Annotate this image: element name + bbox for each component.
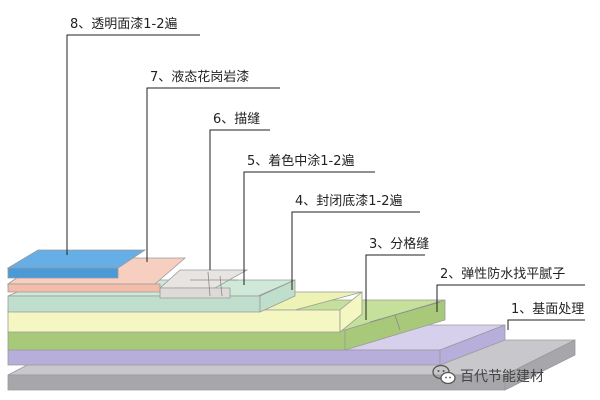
layer-trace-front <box>159 287 231 299</box>
layer-groove-front <box>7 329 346 351</box>
leader-line-clear <box>66 34 200 255</box>
layer-trace <box>158 269 249 299</box>
leader-line-trace <box>209 129 270 270</box>
leader-line-mid <box>243 171 375 285</box>
label-mid: 5、着色中涂1-2遍 <box>247 153 355 169</box>
layer-base-side <box>504 339 576 391</box>
leader-line-groove <box>365 254 425 320</box>
layer-putty-front <box>7 349 441 366</box>
label-groove: 3、分格缝 <box>369 236 429 252</box>
label-granite: 7、液态花岗岩漆 <box>150 69 249 85</box>
wechat-icon <box>432 364 456 385</box>
layer-labels: 8、透明面漆1-2遍 7、液态花岗岩漆 6、描缝 5、着色中涂1-2遍 4、封闭… <box>70 16 584 317</box>
layer-granite-front <box>7 283 161 293</box>
leader-line-primer <box>291 211 420 290</box>
layer-putty-side <box>439 324 506 366</box>
leader-line-putty <box>436 284 585 312</box>
groove-joint-lines <box>369 301 441 331</box>
leader-line-granite <box>146 87 280 262</box>
layer-clear-front <box>7 267 119 279</box>
label-putty: 2、弹性防水找平腻子 <box>440 266 565 282</box>
label-primer: 4、封闭底漆1-2遍 <box>295 193 403 209</box>
layer-mid-side <box>259 279 296 313</box>
layer-clear <box>6 249 147 279</box>
leader-line-base <box>507 319 585 330</box>
label-clear: 8、透明面漆1-2遍 <box>70 16 178 32</box>
label-base: 1、基面处理 <box>511 302 584 317</box>
layer-base-front <box>7 374 506 391</box>
watermark-text: 百代节能建材 <box>460 369 544 385</box>
trace-seam-lines <box>190 271 238 297</box>
watermark: 百代节能建材 <box>432 364 544 385</box>
leader-lines <box>66 34 585 330</box>
layer-primer-side <box>339 291 363 333</box>
layer-primer-front <box>7 309 341 333</box>
label-trace: 6、描缝 <box>213 112 260 127</box>
